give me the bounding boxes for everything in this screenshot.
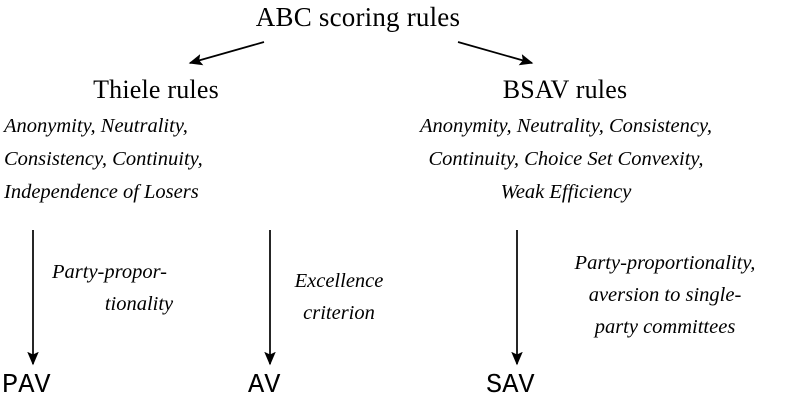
edge-label-line: Excellence xyxy=(294,270,384,292)
leaf-node-sav: SAV xyxy=(486,371,535,401)
branch-heading-bsav: BSAV rules xyxy=(502,75,628,104)
edge-label-line: tionality xyxy=(104,293,174,315)
axiom-line: Weak Efficiency xyxy=(500,181,632,203)
axiom-line: Anonymity, Neutrality, xyxy=(4,115,188,137)
axiom-list-thiele: Anonymity, Neutrality, Consistency, Cont… xyxy=(4,110,334,209)
axiom-line: Anonymity, Neutrality, Consistency, xyxy=(419,115,713,137)
leaf-node-av: AV xyxy=(248,371,281,401)
axiom-line: Consistency, Continuity, xyxy=(4,148,203,170)
leaf-node-pav: PAV xyxy=(2,371,51,401)
edge-label-pav: Party-propor- tionality xyxy=(44,256,234,320)
arrow-root-to-bsav xyxy=(457,41,534,66)
edge-label-sav: Party-proportionality, aversion to singl… xyxy=(528,247,802,343)
axiom-list-bsav: Anonymity, Neutrality, Consistency, Cont… xyxy=(340,110,792,209)
edge-label-line: party committees xyxy=(594,316,736,338)
edge-label-av: Excellence criterion xyxy=(278,265,400,329)
edge-label-line: Party-proportionality, xyxy=(574,252,756,274)
edge-label-line: Party-propor- xyxy=(52,261,167,283)
edge-label-line: aversion to single- xyxy=(588,284,742,306)
root-node-title: ABC scoring rules xyxy=(255,2,461,32)
edge-label-line: criterion xyxy=(303,302,375,324)
arrow-root-to-thiele xyxy=(188,41,265,66)
axiom-line: Continuity, Choice Set Convexity, xyxy=(428,148,704,170)
branch-heading-thiele: Thiele rules xyxy=(93,75,219,104)
axiom-line: Independence of Losers xyxy=(4,181,199,203)
